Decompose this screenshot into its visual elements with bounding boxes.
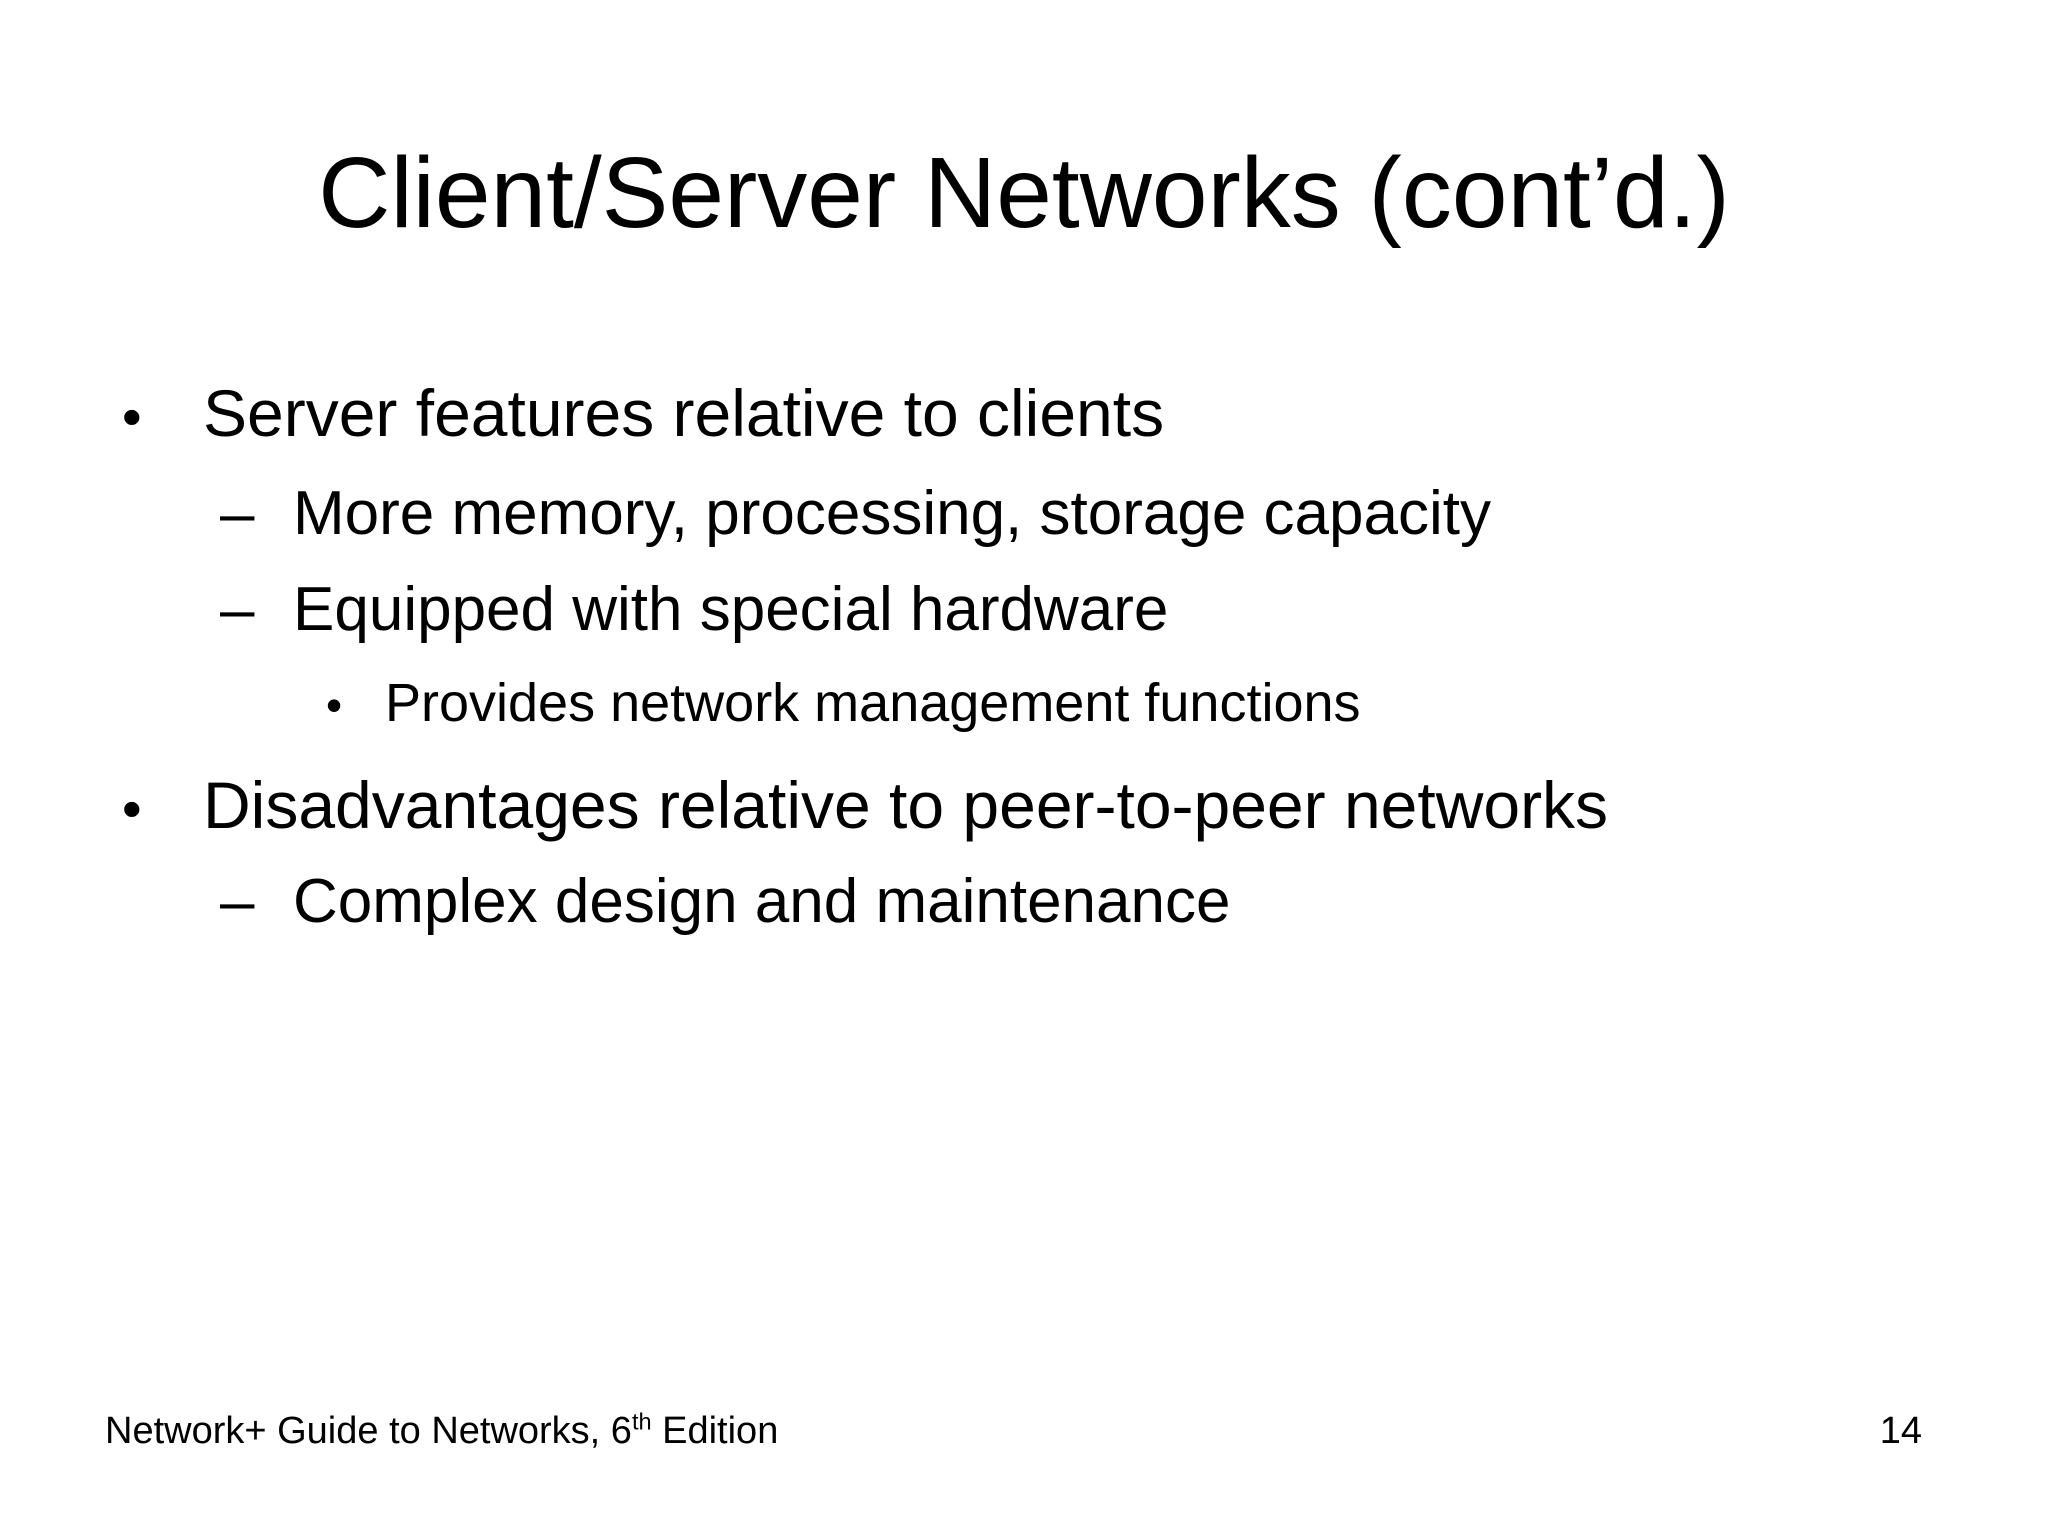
bullet-text: Provides network management functions [385,673,1361,733]
dash-icon: – [220,479,255,548]
bullet-item-level1: • Disadvantages relative to peer-to-peer … [0,769,2048,842]
bullet-icon: • [326,679,343,731]
page-number: 14 [1879,1410,1922,1452]
slide-title: Client/Server Networks (cont’d.) [318,137,1730,249]
dash-icon: – [220,867,255,936]
bullet-text: Complex design and maintenance [293,867,1231,936]
bullet-item-level2: –More memory, processing, storage capaci… [0,479,2048,548]
bullet-item-level2: –Complex design and maintenance [0,867,2048,936]
bullet-text: Server features relative to clients [203,376,1165,450]
bullet-text: More memory, processing, storage capacit… [293,479,1491,548]
bullet-item-level2: –Equipped with special hardware [0,575,2048,644]
dash-icon: – [220,575,255,644]
footer-text: Network+ Guide to Networks, 6th Edition [105,1408,779,1453]
footer-book-prefix: Network+ Guide to Networks, 6 [105,1410,632,1452]
bullet-icon: • [122,385,142,448]
bullet-icon: • [122,777,142,840]
bullet-item-level1: • Server features relative to clients [0,377,2048,450]
bullet-text: Equipped with special hardware [293,575,1169,644]
footer-book-suffix: Edition [651,1410,779,1452]
footer-edition-superscript: th [631,1408,652,1435]
bullet-item-level3: • Provides network management functions [0,673,2048,733]
bullet-text: Disadvantages relative to peer-to-peer n… [203,768,1609,842]
